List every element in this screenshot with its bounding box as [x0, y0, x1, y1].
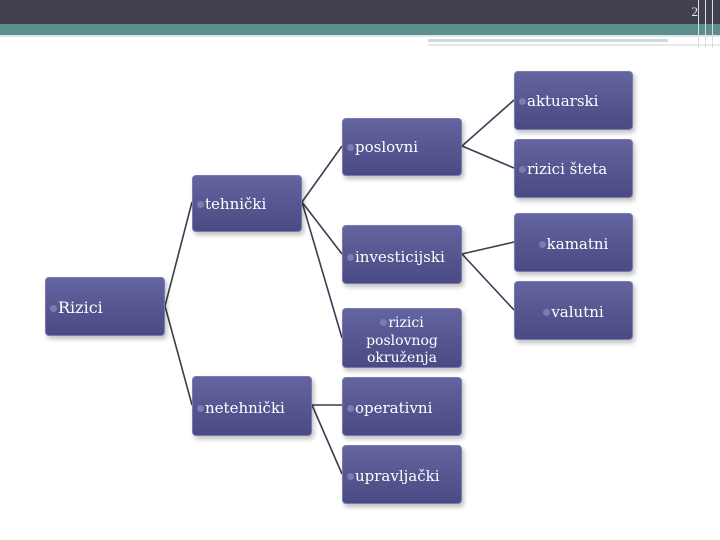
node-label: tehnički: [197, 196, 297, 212]
node-valutni: valutni: [514, 281, 633, 340]
accent-strip: [0, 24, 720, 35]
node-rizici-poslovnog-okruzenja: rizici poslovnog okruženja: [342, 308, 462, 368]
connector-investicijski-kamatni: [461, 241, 515, 255]
connector-investicijski-valutni: [461, 253, 515, 311]
node-label: rizici šteta: [519, 161, 628, 177]
page-number: 2: [691, 4, 699, 19]
divider-line: [705, 0, 706, 48]
node-label: kamatni: [515, 236, 632, 252]
node-label: Rizici: [50, 300, 160, 316]
node-aktuarski: aktuarski: [514, 71, 633, 130]
title-bar: [0, 0, 720, 24]
node-netehnicki: netehnički: [192, 376, 312, 436]
node-investicijski: investicijski: [342, 225, 462, 284]
connector-tehnicki-poslovni: [301, 145, 343, 203]
node-label-line: poslovnog: [366, 333, 438, 349]
node-upravljacki: upravljački: [342, 445, 462, 504]
node-label: operativni: [347, 400, 457, 416]
node-label-line: okruženja: [367, 350, 437, 366]
connector-tehnicki-investicijski: [301, 201, 343, 255]
node-poslovni: poslovni: [342, 118, 462, 176]
node-tehnicki: tehnički: [192, 175, 302, 232]
connector-netehnicki-upravljacki: [311, 404, 343, 475]
node-label: aktuarski: [519, 93, 628, 109]
node-label: netehnički: [197, 400, 307, 416]
connector-poslovni-steta: [461, 145, 515, 169]
connector-tehnicki-okruzenje: [301, 201, 343, 339]
node-kamatni: kamatni: [514, 213, 633, 272]
node-operativni: operativni: [342, 377, 462, 436]
node-label: poslovni: [347, 139, 457, 155]
node-rizici-steta: rizici šteta: [514, 139, 633, 198]
connector-root-tehnicki: [164, 201, 193, 307]
divider-line: [0, 35, 720, 37]
connector-poslovni-aktuarski: [461, 99, 515, 147]
divider-line: [428, 44, 720, 46]
node-label: upravljački: [347, 468, 457, 484]
node-rizici: Rizici: [45, 277, 165, 336]
connector-root-netehnicki: [164, 305, 193, 406]
node-label-line: rizici: [343, 315, 461, 331]
divider-line: [712, 0, 713, 48]
node-label: valutni: [515, 304, 632, 320]
divider-line: [698, 0, 699, 48]
divider-line: [428, 39, 668, 42]
node-label: investicijski: [347, 249, 457, 265]
